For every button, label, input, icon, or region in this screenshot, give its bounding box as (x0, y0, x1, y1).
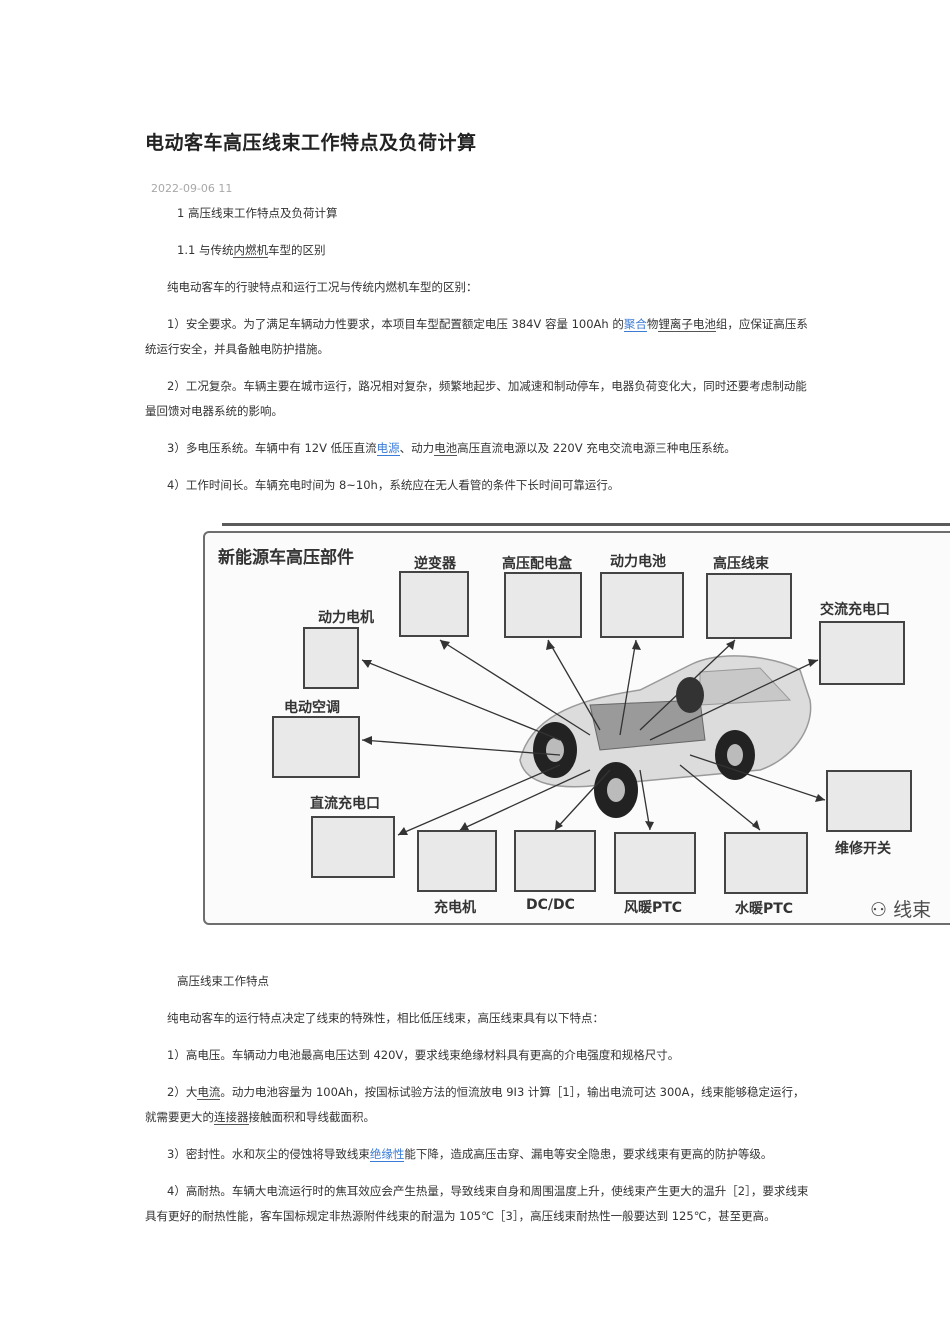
ac-charge-port-image (819, 621, 905, 685)
label-battery: 动力电池 (610, 554, 666, 570)
label-hv-box: 高压配电盒 (502, 556, 572, 572)
publish-date: 2022-09-06 11 (151, 182, 233, 195)
link-power-source[interactable]: 电源 (376, 441, 400, 456)
term-ice[interactable]: 内燃机 (233, 243, 268, 258)
electric-ac-image (272, 716, 360, 778)
label-dcdc: DC/DC (526, 897, 575, 913)
wechat-watermark: ⚇ 线束 (870, 899, 932, 921)
link-polymer[interactable]: 聚合 (623, 317, 647, 332)
intro-paragraph: 纯电动客车的行驶特点和运行工况与传统内燃机车型的区别： (167, 280, 478, 294)
battery-image (600, 572, 684, 638)
arrow-heads (362, 640, 825, 835)
section-heading-features: 高压线束工作特点 (177, 974, 269, 988)
term-current[interactable]: 电流 (197, 1085, 221, 1100)
air-ptc-image (614, 832, 696, 894)
connection-arrows (361, 639, 826, 836)
label-service-switch: 维修开关 (835, 841, 891, 857)
label-dc-charge-port: 直流充电口 (310, 796, 380, 812)
label-motor: 动力电机 (318, 610, 374, 626)
label-inverter: 逆变器 (414, 556, 456, 572)
feature-high-current: 2）大电流。动力电池容量为 100Ah，按国标试验方法的恒流放电 9I3 计算［… (145, 1085, 805, 1125)
dcdc-image (514, 830, 596, 892)
paragraph-voltage-systems: 3）多电压系统。车辆中有 12V 低压直流电源、动力电池高压直流电源以及 220… (167, 441, 736, 456)
paragraph-conditions: 2）工况复杂。车辆主要在城市运行，路况相对复杂，频繁地起步、加减速和制动停车，电… (145, 379, 807, 418)
feature-sealing: 3）密封性。水和灰尘的侵蚀将导致线束绝缘性能下降，造成高压击穿、漏电等安全隐患，… (167, 1147, 773, 1162)
term-li-ion-battery[interactable]: 锂离子电池 (658, 317, 716, 332)
dc-charge-port-image (311, 816, 395, 878)
figure-top-rule (222, 523, 950, 526)
article-title: 电动客车高压线束工作特点及负荷计算 (145, 132, 477, 154)
figure-title: 新能源车高压部件 (218, 548, 354, 568)
hv-box-image (504, 572, 582, 638)
paragraph-working-time: 4）工作时间长。车辆充电时间为 8~10h，系统应在无人看管的条件下长时间可靠运… (167, 478, 620, 492)
water-ptc-image (724, 832, 808, 894)
term-connector[interactable]: 连接器 (214, 1110, 249, 1125)
label-air-ptc: 风暖PTC (624, 900, 683, 916)
features-intro-paragraph: 纯电动客车的运行特点决定了线束的特殊性，相比低压线束，高压线束具有以下特点： (167, 1011, 604, 1025)
charger-image (417, 830, 497, 892)
label-water-ptc: 水暖PTC (735, 901, 794, 917)
label-charger: 充电机 (434, 900, 476, 916)
label-electric-ac: 电动空调 (284, 700, 340, 716)
feature-high-voltage: 1）高电压。车辆动力电池最高电压达到 420V，要求线束绝缘材料具有更高的介电强… (167, 1048, 680, 1062)
service-switch-image (826, 770, 912, 832)
section-heading-1: 1 高压线束工作特点及负荷计算 (177, 206, 338, 220)
hv-harness-image (706, 573, 792, 639)
label-ac-charge-port: 交流充电口 (820, 602, 890, 618)
paragraph-safety: 1）安全要求。为了满足车辆动力性要求，本项目车型配置额定电压 384V 容量 1… (145, 317, 808, 356)
wechat-icon: ⚇ (870, 899, 888, 921)
feature-heat-resistance: 4）高耐热。车辆大电流运行时的焦耳效应会产生热量，导致线束自身和周围温度上升，使… (145, 1184, 809, 1223)
term-battery[interactable]: 电池 (434, 441, 458, 456)
link-insulation[interactable]: 绝缘性 (369, 1147, 405, 1162)
section-heading-1-1: 1.1 与传统内燃机车型的区别 (177, 243, 326, 258)
vehicle-illustration (519, 655, 812, 818)
motor-image (303, 627, 359, 689)
label-hv-harness: 高压线束 (713, 556, 769, 572)
inverter-image (399, 571, 469, 637)
